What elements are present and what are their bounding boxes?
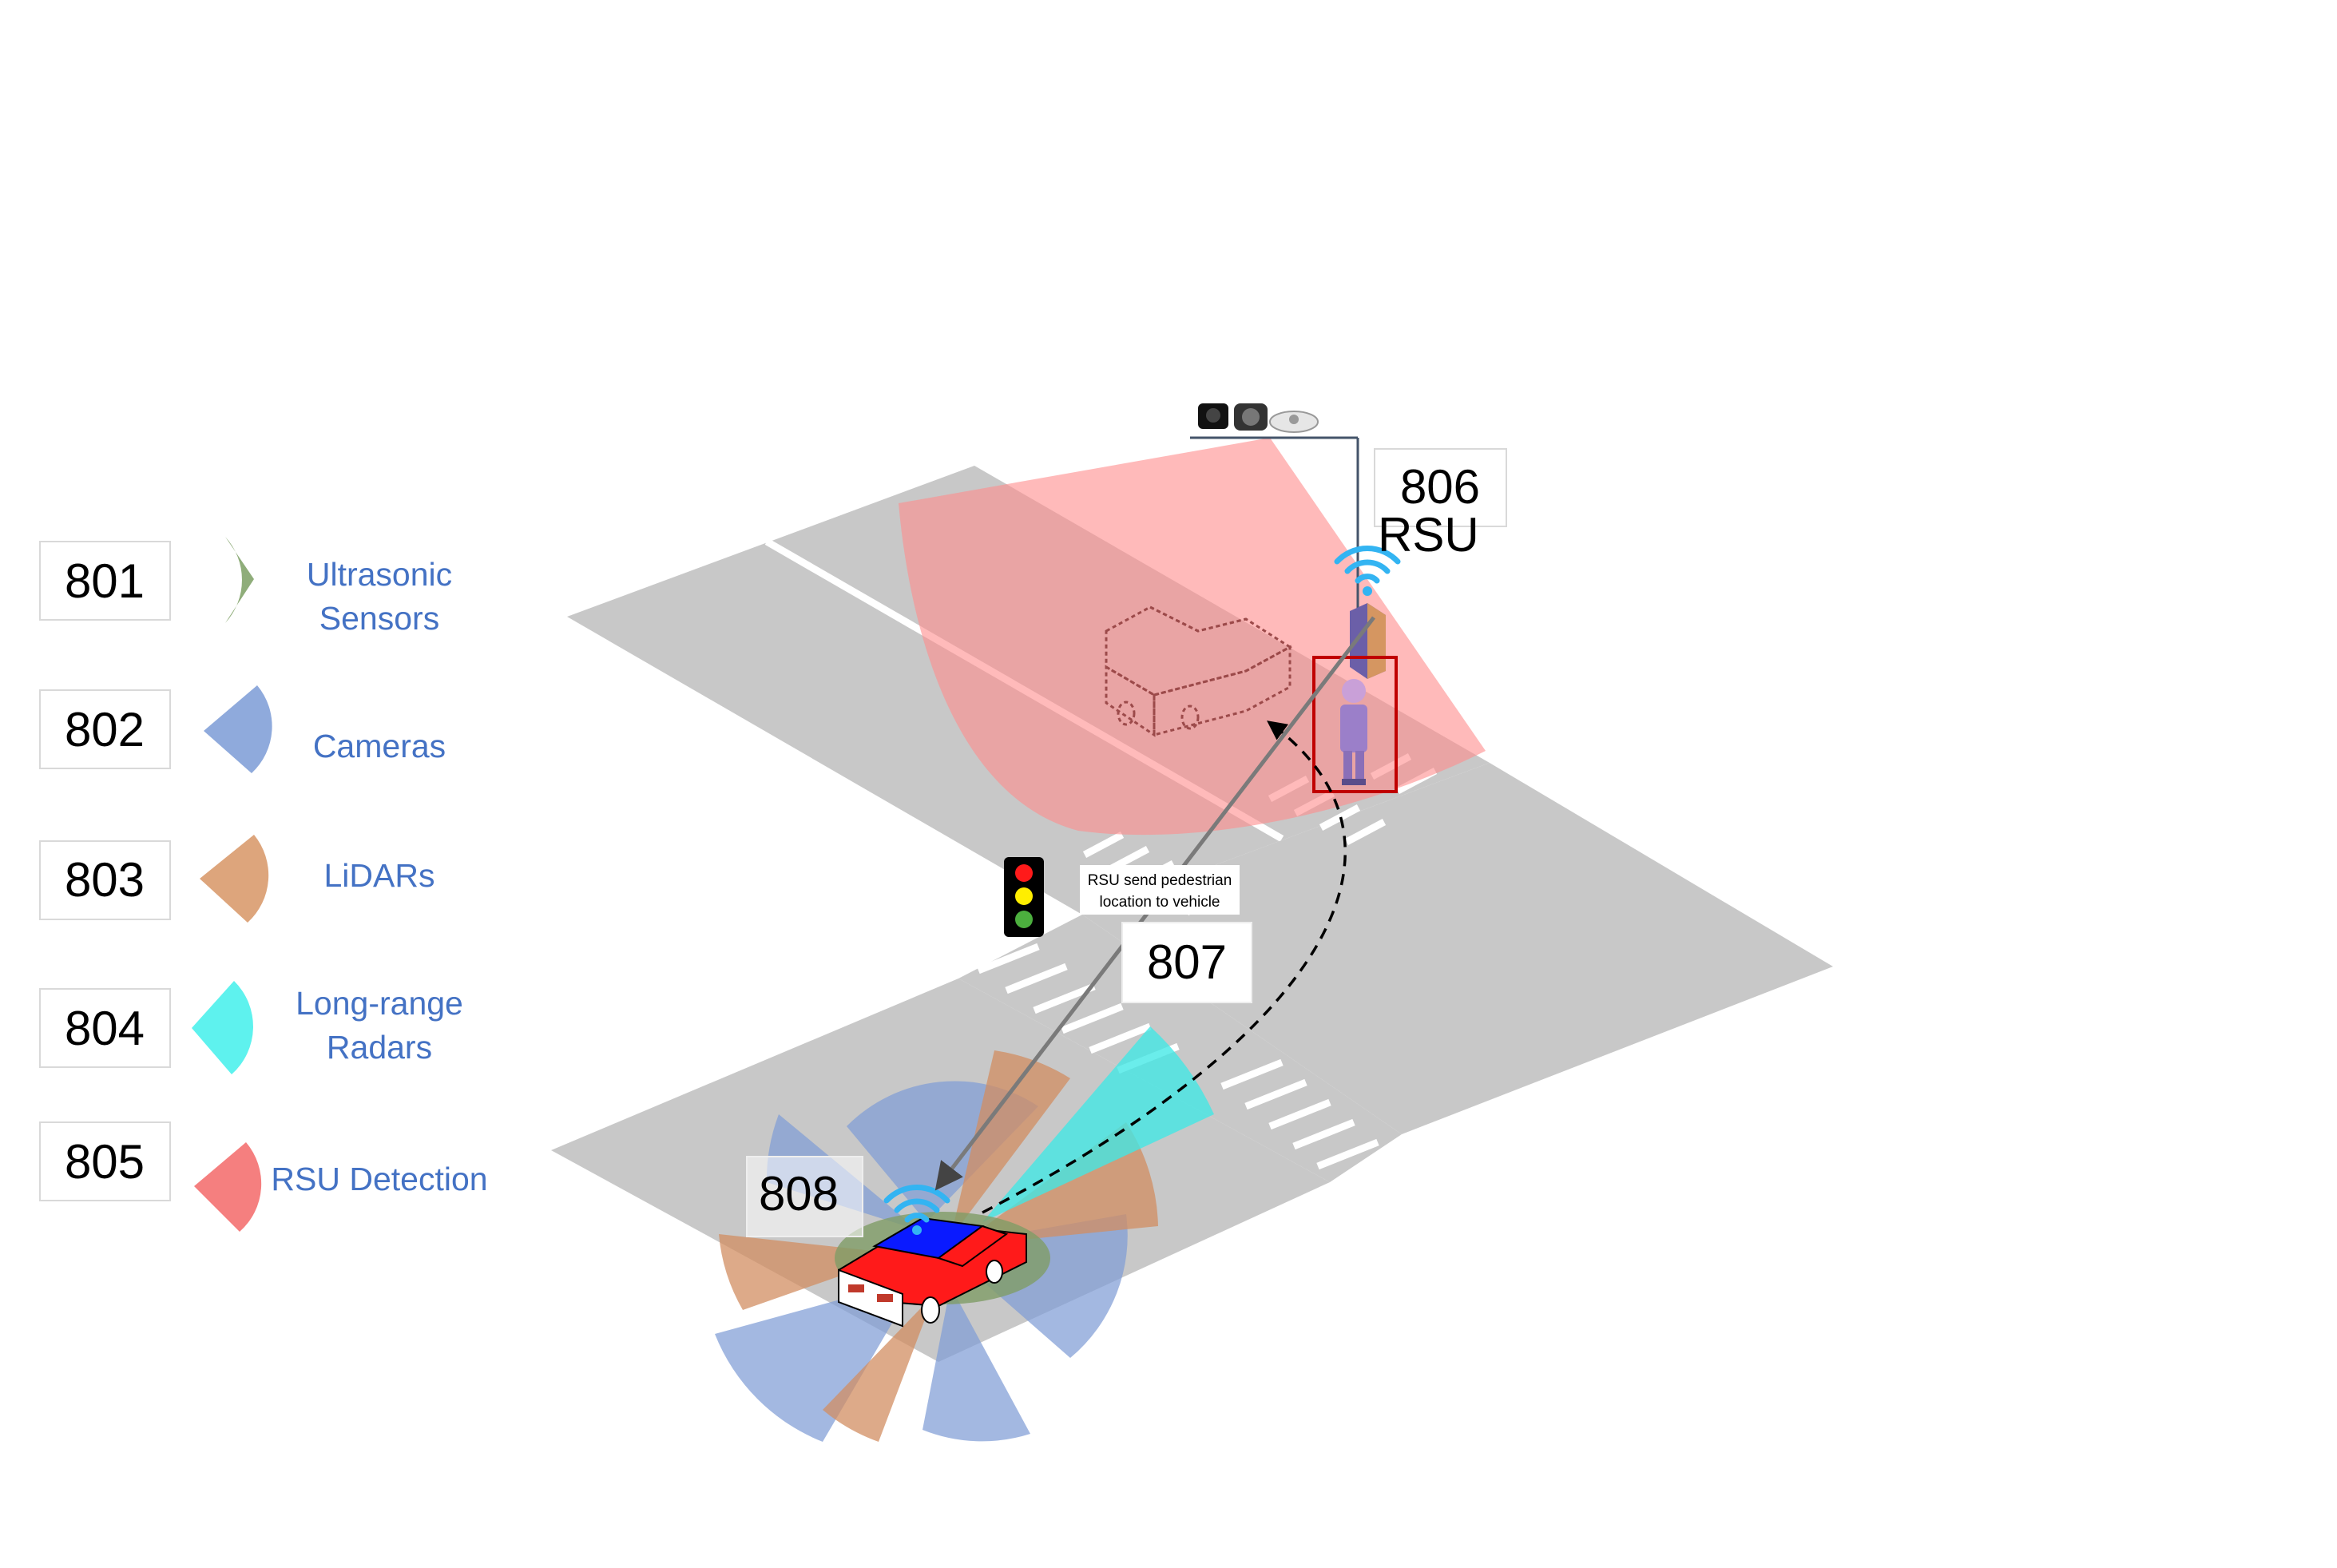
legend-item-805: 805 RSU Detection (39, 1121, 488, 1232)
legend-label-801-line1: Ultrasonic (307, 556, 452, 593)
traffic-light-green (1015, 911, 1033, 928)
legend-label-804-line1: Long-range (296, 985, 463, 1022)
right-road (1082, 763, 1833, 1134)
legend-code-804: 804 (65, 1002, 145, 1055)
legend-label-804-line2: Radars (327, 1029, 432, 1066)
traffic-light-red (1015, 864, 1033, 882)
legend: 801 Ultrasonic Sensors 802 Cameras 803 L… (39, 537, 488, 1232)
legend-label-802: Cameras (313, 728, 446, 764)
legend-label-801-line2: Sensors (319, 600, 439, 637)
legend-code-801: 801 (65, 554, 145, 608)
vehicle-code-box (746, 1156, 863, 1237)
vehicle-wifi-icon (883, 1185, 950, 1235)
rsu-label: RSU (1378, 508, 1479, 562)
legend-code-802: 802 (65, 703, 145, 756)
message-line2: location to vehicle (1099, 894, 1220, 911)
radar-coverage-front (982, 1026, 1214, 1222)
rsu-detection-fan-icon (194, 1142, 262, 1232)
vehicle-code: 808 (759, 1167, 839, 1221)
traffic-light-yellow (1015, 887, 1033, 905)
camera-fan-icon (204, 685, 272, 773)
vehicle-to-pedestrian-path (982, 720, 1347, 1214)
message-line1: RSU send pedestrian (1088, 872, 1232, 889)
legend-item-804: 804 Long-range Radars (39, 981, 463, 1074)
pedestrian-detection-box (1312, 656, 1398, 793)
legend-label-805: RSU Detection (271, 1161, 487, 1197)
legend-item-802: 802 Cameras (39, 685, 446, 773)
rsu-code: 806 (1400, 460, 1480, 514)
legend-code-805: 805 (65, 1135, 145, 1189)
camera-coverage-rear-right (922, 1286, 1030, 1442)
radar-fan-icon (192, 981, 253, 1074)
legend-item-801: 801 Ultrasonic Sensors (39, 537, 452, 637)
message-box (1080, 865, 1240, 915)
legend-label-803: LiDARs (324, 857, 435, 894)
legend-item-803: 803 LiDARs (39, 835, 435, 923)
traffic-light (1004, 857, 1044, 937)
rsu-wifi-icon (1334, 546, 1401, 596)
ultrasonic-fan-icon (225, 537, 254, 623)
lidar-coverage-front (950, 1050, 1070, 1238)
pedestrian (1340, 679, 1367, 785)
message-code-box (1121, 922, 1252, 1003)
camera-coverage-rear-left (715, 1278, 919, 1442)
detected-vehicle-outline (1105, 605, 1292, 737)
lidar-fan-icon (200, 835, 269, 923)
message-code: 807 (1147, 935, 1227, 989)
rsu-code-box (1374, 448, 1507, 527)
lidar-coverage-rear (823, 1294, 934, 1442)
ego-vehicle (838, 1185, 1027, 1328)
legend-code-803: 803 (65, 853, 145, 907)
rsu-detection-zone (899, 438, 1486, 836)
rsu-sensor-icons (1198, 403, 1319, 433)
crosswalk-lower (1220, 1058, 1403, 1190)
